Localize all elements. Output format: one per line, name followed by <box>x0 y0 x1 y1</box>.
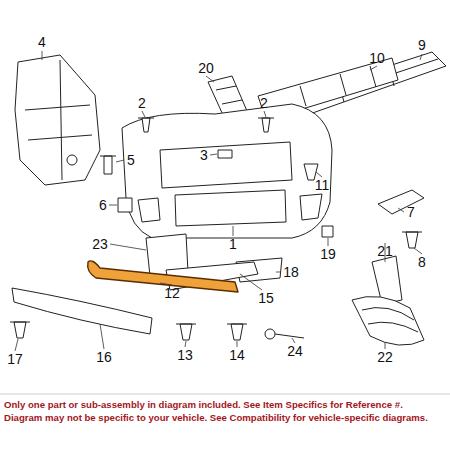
callout-number: 19 <box>320 247 336 261</box>
bolt <box>100 156 116 174</box>
push-clip <box>138 118 154 132</box>
callout-number: 22 <box>377 350 393 364</box>
callout-number: 5 <box>127 153 135 167</box>
callout-number: 13 <box>177 348 193 362</box>
bumper-cover <box>122 104 332 238</box>
callout-number: 17 <box>7 352 23 366</box>
note-text: Only one part or sub-assembly in diagram… <box>4 399 446 412</box>
callout-number: 7 <box>407 205 415 219</box>
callout-number: 12 <box>164 286 180 300</box>
lower-spoiler <box>12 288 152 334</box>
callout-number: 23 <box>92 237 108 251</box>
callout-number: 6 <box>99 198 107 212</box>
callout-number: 8 <box>418 255 426 269</box>
splash-shield <box>15 55 100 185</box>
note-text: Diagram may not be specific to your vehi… <box>4 412 446 425</box>
callout-number: 2 <box>260 96 268 110</box>
callout-number: 18 <box>283 265 299 279</box>
disclaimer-box: Only one part or sub-assembly in diagram… <box>0 396 450 428</box>
air-duct <box>352 296 424 345</box>
callout-number: 21 <box>377 244 393 258</box>
callout-number: 14 <box>229 348 245 362</box>
callout-number: 10 <box>369 51 385 65</box>
callout-number: 1 <box>229 237 237 251</box>
callout-number: 3 <box>200 148 208 162</box>
callout-number: 9 <box>418 38 426 52</box>
callout-number: 24 <box>287 344 303 358</box>
callout-number: 16 <box>96 350 112 364</box>
callout-number: 11 <box>315 178 330 192</box>
callout-number: 4 <box>38 35 46 49</box>
callout-number: 20 <box>198 61 214 75</box>
highlighted-part <box>88 261 238 292</box>
callout-number: 15 <box>258 291 274 305</box>
callout-number: 2 <box>138 96 146 110</box>
leader-lines <box>15 51 422 351</box>
